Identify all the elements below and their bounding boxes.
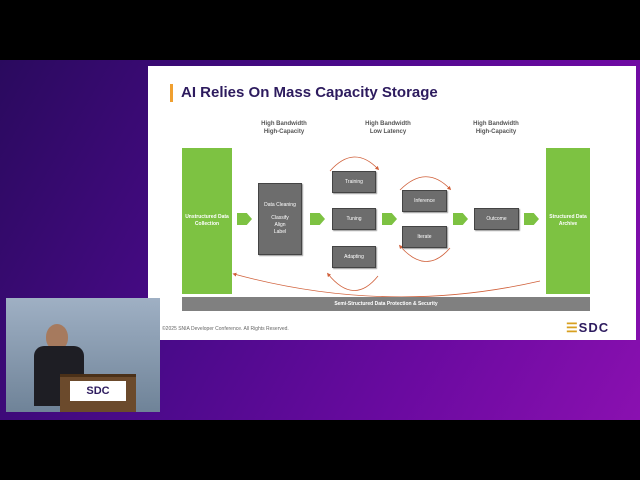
flow-arrow — [524, 213, 539, 225]
tuning-box: Tuning — [332, 208, 376, 230]
stack-icon: ☰ — [566, 320, 579, 335]
presentation-slide: AI Relies On Mass Capacity Storage High … — [148, 66, 636, 340]
training-box: Training — [332, 171, 376, 193]
adapting-loop-arrow — [326, 272, 379, 291]
data-cleaning-box: Data Cleaning Classify Align Label — [258, 183, 302, 255]
podium-sign: SDC — [70, 381, 126, 401]
speaker-camera-inset: SDC — [6, 298, 160, 412]
cleaning-step: Align — [274, 222, 286, 228]
header-line: High-Capacity — [475, 129, 517, 135]
flow-arrow — [237, 213, 252, 225]
logo-text: SDC — [578, 320, 610, 335]
cleaning-step: Label — [273, 229, 287, 235]
podium: SDC — [60, 374, 136, 412]
cleaning-title: Data Cleaning — [264, 202, 296, 208]
outcome-box: Outcome — [474, 208, 519, 230]
header-line: High Bandwidth — [473, 121, 519, 127]
security-bar: Semi-Structured Data Protection & Securi… — [182, 297, 590, 311]
return-arrow — [232, 272, 541, 298]
unstructured-data-box: Unstructured Data Collection — [182, 148, 232, 294]
header-line: High Bandwidth — [261, 121, 307, 127]
inference-loop-arrow — [399, 176, 452, 191]
adapting-box: Adapting — [332, 246, 376, 268]
iterate-box: Iterate — [402, 226, 447, 248]
speaker-head — [46, 324, 68, 350]
training-loop-arrow — [329, 156, 380, 172]
header-line: High Bandwidth — [365, 121, 411, 127]
slide-title: AI Relies On Mass Capacity Storage — [170, 84, 438, 102]
structured-archive-box: Structured Data Archive — [546, 148, 590, 294]
iterate-loop-arrow — [398, 244, 451, 262]
flow-arrow — [453, 213, 468, 225]
header-line: High-Capacity — [263, 129, 305, 135]
flow-arrow — [382, 213, 397, 225]
sdc-logo: ☰SDC — [566, 320, 609, 336]
flow-arrow — [310, 213, 325, 225]
cleaning-step: Classify — [271, 215, 289, 221]
header-line: Low Latency — [369, 129, 407, 135]
cycle-arrows — [232, 156, 541, 298]
copyright: ©2025 SNIA Developer Conference. All Rig… — [162, 326, 289, 332]
inference-box: Inference — [402, 190, 447, 212]
